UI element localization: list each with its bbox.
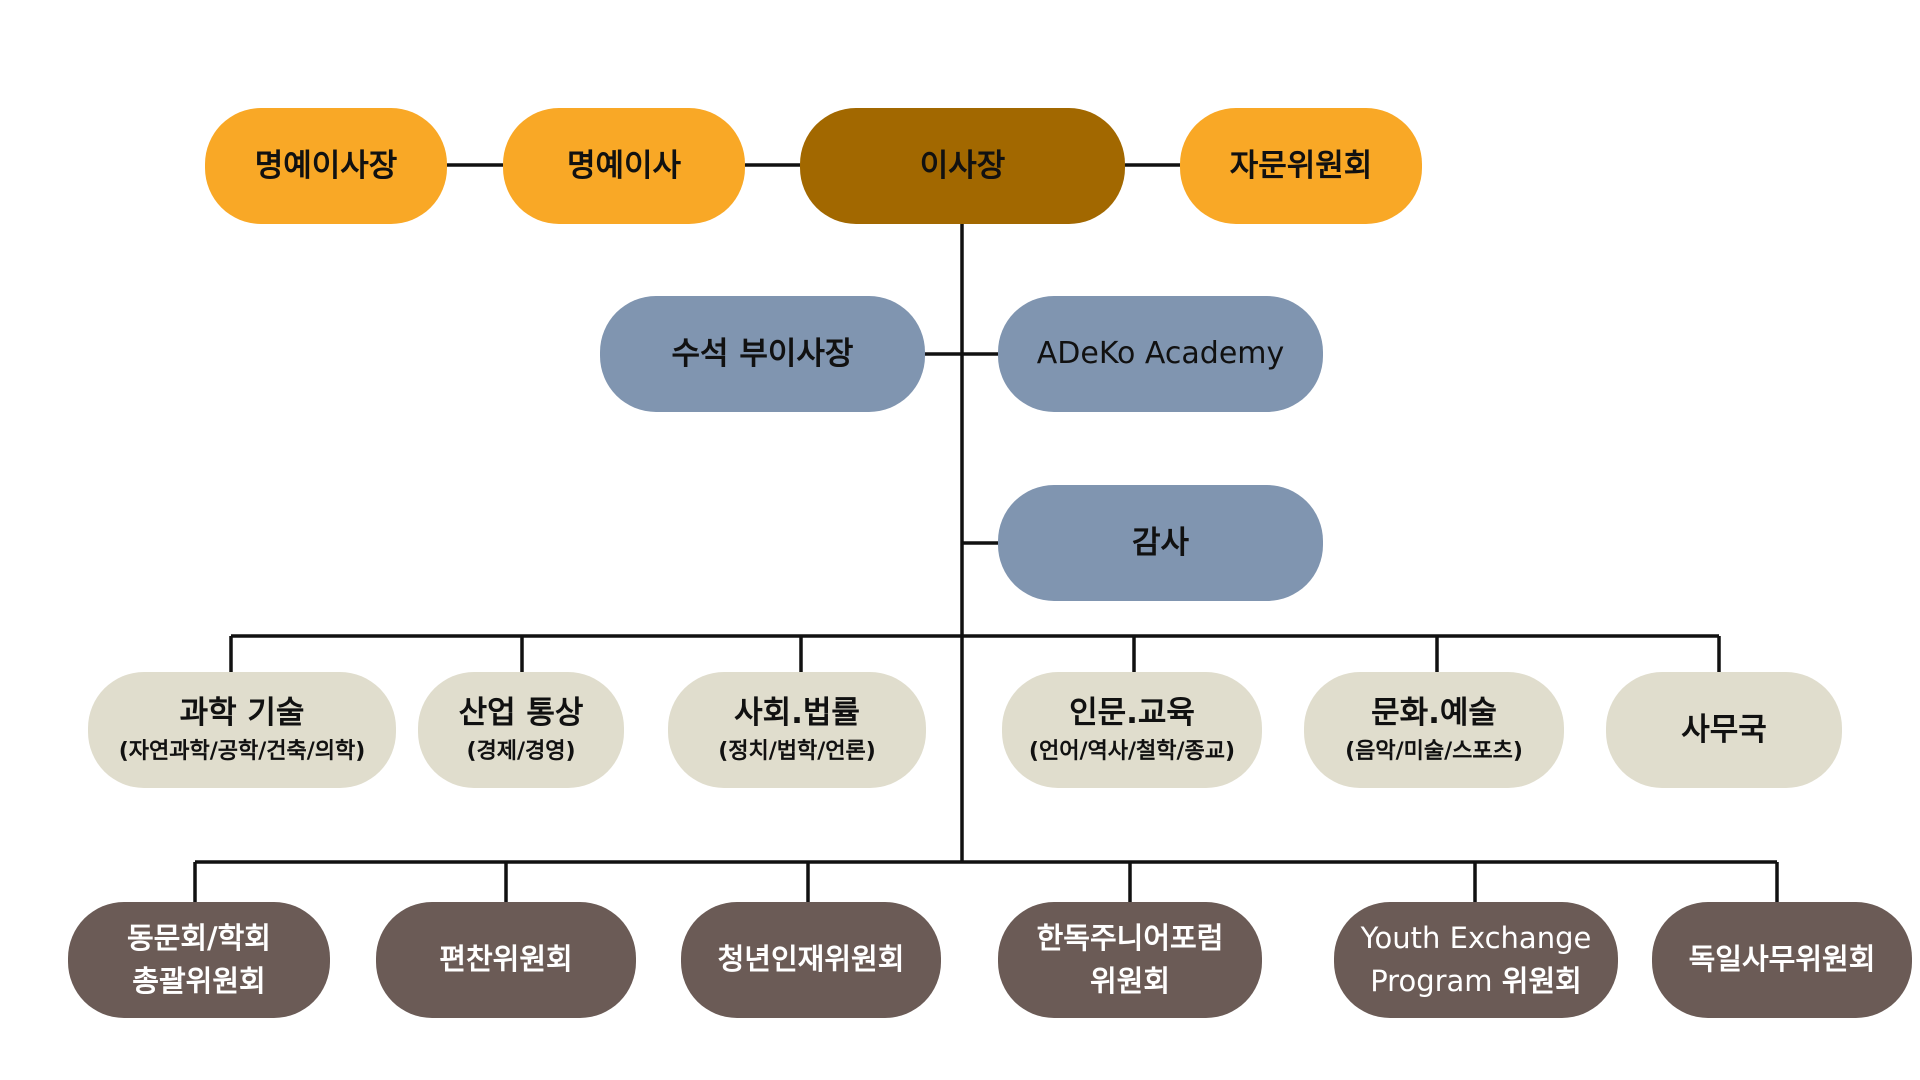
- division-society-law: 사회.법률 (정치/법학/언론): [668, 672, 926, 788]
- committee-youth-exchange: Youth Exchange Program 위원회: [1334, 902, 1618, 1018]
- division-secretariat: 사무국: [1606, 672, 1842, 788]
- division-subtitle: (경제/경영): [466, 738, 576, 764]
- node-auditor: 감사: [998, 485, 1323, 601]
- division-subtitle: (정치/법학/언론): [718, 738, 876, 764]
- committee-line2: Program 위원회: [1370, 960, 1582, 1004]
- division-title: 산업 통상: [458, 694, 584, 731]
- committee-young-talent: 청년인재위원회: [681, 902, 941, 1018]
- committee-line2: 위원회: [1089, 964, 1171, 998]
- division-science-technology: 과학 기술 (자연과학/공학/건축/의학): [88, 672, 396, 788]
- division-industry-trade: 산업 통상 (경제/경영): [418, 672, 624, 788]
- committee-germany-office: 독일사무위원회: [1652, 902, 1912, 1018]
- node-advisory-committee: 자문위원회: [1180, 108, 1422, 224]
- node-label: ADeKo Academy: [1036, 336, 1285, 372]
- node-label: 수석 부이사장: [671, 335, 854, 372]
- division-title: 사무국: [1681, 711, 1767, 748]
- node-adeko-academy: ADeKo Academy: [998, 296, 1323, 412]
- committee-line2: 총괄위원회: [132, 964, 266, 998]
- node-label: 자문위원회: [1229, 147, 1373, 184]
- division-subtitle: (음악/미술/스포츠): [1345, 738, 1523, 764]
- division-title: 사회.법률: [734, 694, 860, 731]
- node-chairman: 이사장: [800, 108, 1125, 224]
- committee-korea-germany-junior-forum: 한독주니어포럼 위원회: [998, 902, 1262, 1018]
- committee-line2-text: Program: [1370, 964, 1493, 998]
- node-label: 이사장: [919, 147, 1006, 184]
- node-honorary-chairman: 명예이사장: [205, 108, 447, 224]
- committee-line1: 독일사무위원회: [1688, 942, 1876, 977]
- division-title: 문화.예술: [1371, 694, 1497, 731]
- division-culture-arts: 문화.예술 (음악/미술/스포츠): [1304, 672, 1564, 788]
- committee-line1: 청년인재위원회: [717, 942, 905, 977]
- committee-line1: Youth Exchange: [1360, 920, 1592, 955]
- committee-line1: 한독주니어포럼: [1036, 920, 1224, 955]
- division-subtitle: (자연과학/공학/건축/의학): [118, 738, 366, 764]
- committee-editorial: 편찬위원회: [376, 902, 636, 1018]
- committee-line2-bold: 위원회: [1501, 964, 1582, 998]
- division-title: 인문.교육: [1069, 694, 1195, 731]
- division-humanities-education: 인문.교육 (언어/역사/철학/종교): [1002, 672, 1262, 788]
- node-label: 명예이사장: [254, 147, 398, 184]
- node-senior-vice-chairman: 수석 부이사장: [600, 296, 925, 412]
- committee-line1: 편찬위원회: [439, 942, 573, 977]
- committee-line1: 동문회/학회: [127, 920, 271, 955]
- node-honorary-director: 명예이사: [503, 108, 745, 224]
- committee-alumni-association: 동문회/학회 총괄위원회: [68, 902, 330, 1018]
- node-label: 명예이사: [566, 147, 682, 184]
- node-label: 감사: [1131, 524, 1190, 561]
- division-title: 과학 기술: [179, 694, 305, 731]
- division-subtitle: (언어/역사/철학/종교): [1028, 738, 1236, 764]
